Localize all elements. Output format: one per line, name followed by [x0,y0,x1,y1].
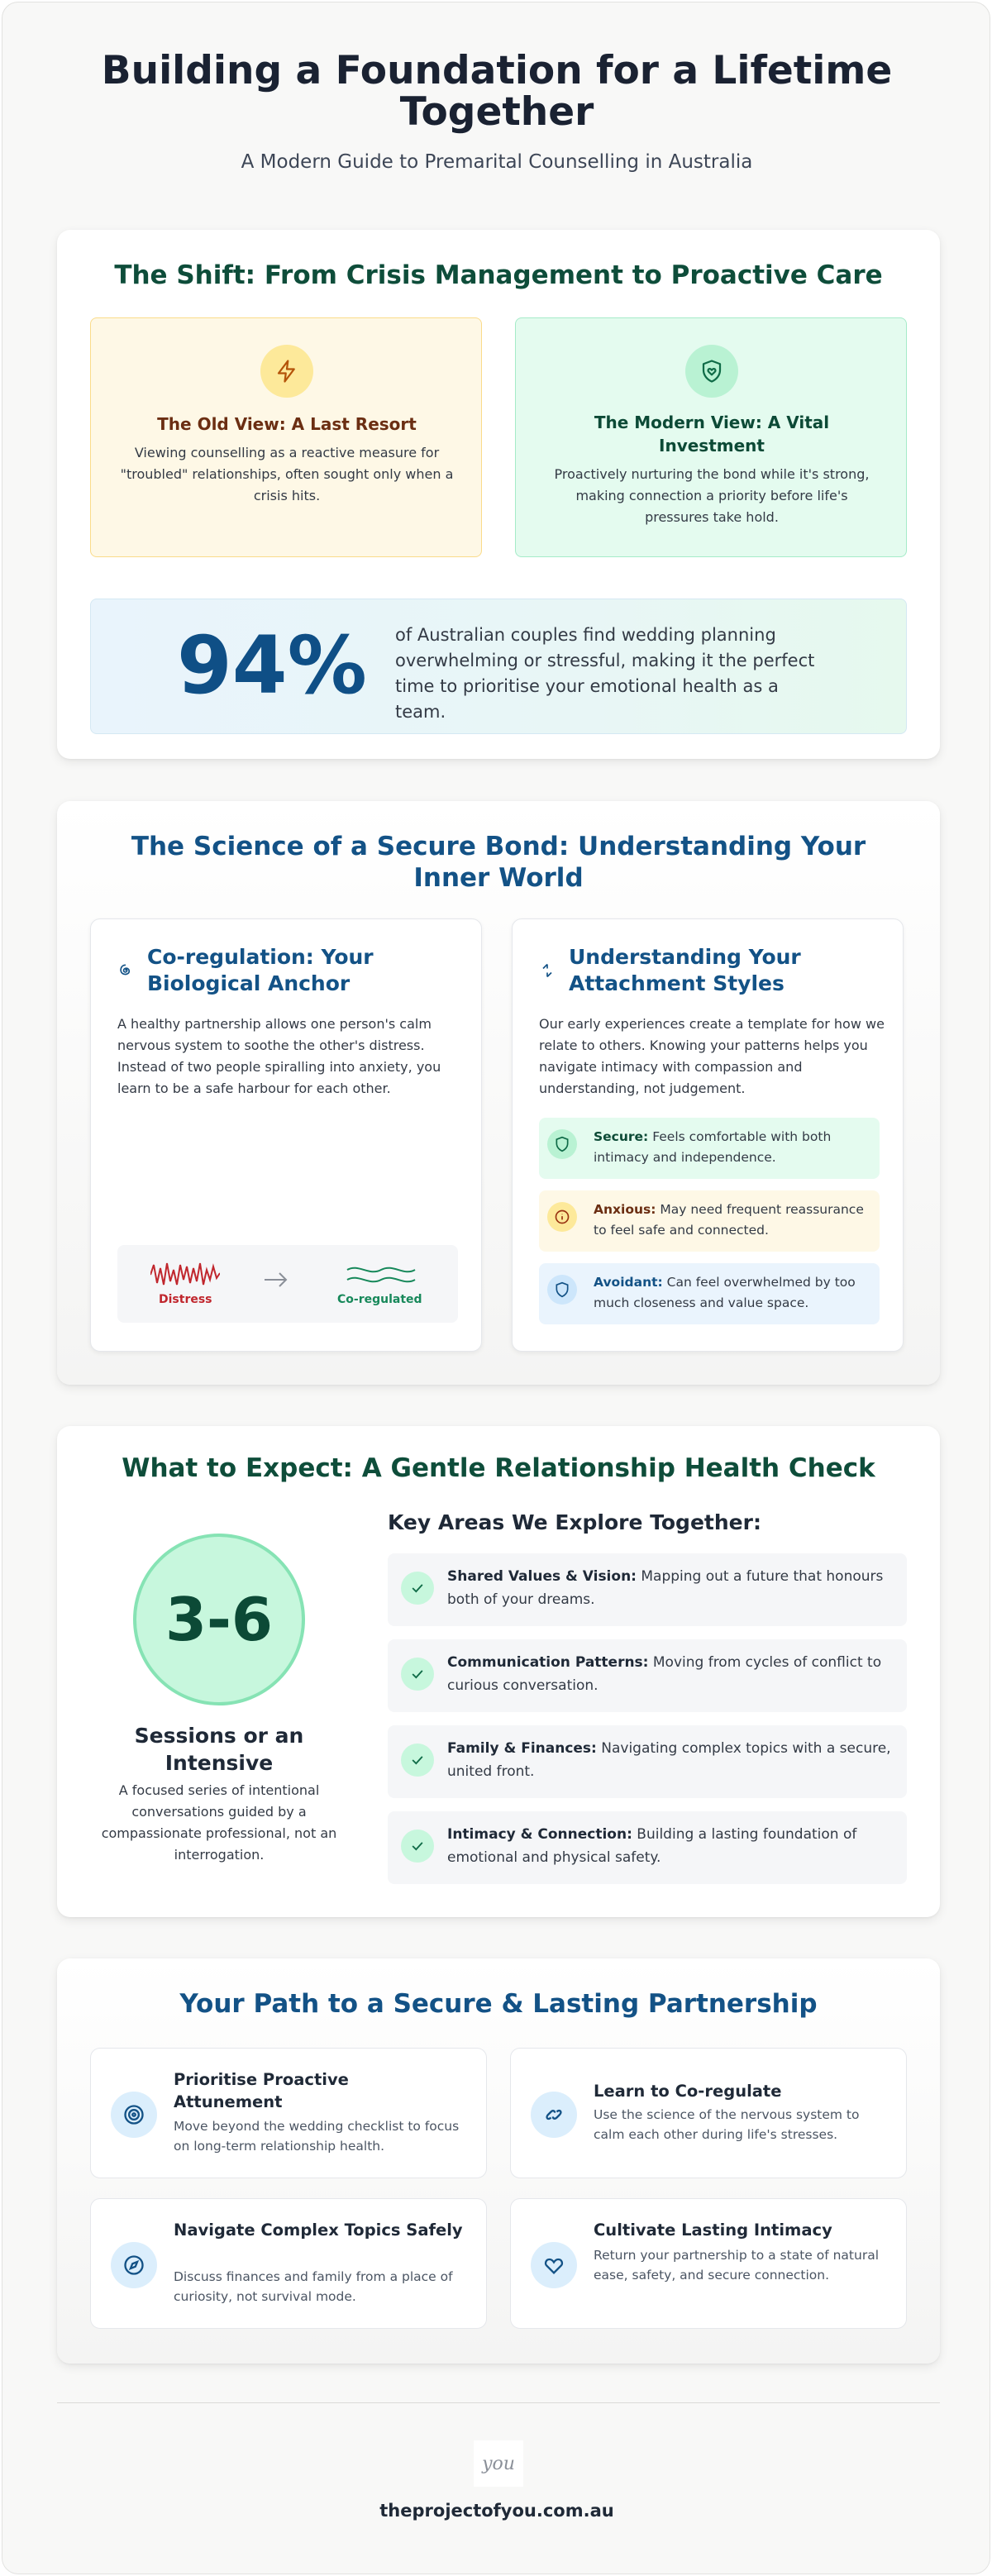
coregulation-title: Co-regulation: Your Biological Anchor [147,945,374,995]
path-card-title: Prioritise Proactive Attunement [174,2070,349,2111]
check-icon [401,1572,434,1605]
path-card-title: Navigate Complex Topics Safely [174,2221,463,2240]
path-card: Navigate Complex Topics Safely Discuss f… [90,2198,487,2329]
path-card-title: Cultivate Lasting Intimacy [594,2221,832,2240]
hero: Building a Foundation for a Lifetime Tog… [2,48,991,174]
path-card-text: Move beyond the wedding checklist to foc… [174,2119,460,2154]
avoidant-style-text: Avoidant: Can feel overwhelmed by too mu… [594,1275,856,1310]
page-title: Building a Foundation for a Lifetime Tog… [101,48,893,135]
science-title: The Science of a Secure Bond: Understand… [131,832,866,893]
key-area-item: Family & Finances: Navigating complex to… [388,1725,907,1798]
shift-title: The Shift: From Crisis Management to Pro… [114,260,883,290]
path-card-text: Use the science of the nervous system to… [594,2107,860,2142]
path-card-title: Learn to Co-regulate [594,2082,782,2101]
expect-title: What to Expect: A Gentle Relationship He… [122,1453,875,1483]
compass-icon [111,2242,157,2288]
footer-divider [57,2402,940,2403]
shield-icon [547,1129,577,1159]
sessions-text: A focused series of intentional conversa… [101,1782,337,1863]
anxious-style: Anxious: May need frequent reassurance t… [539,1190,880,1252]
lightning-icon [260,345,313,398]
path-card-text: Return your partnership to a state of na… [594,2248,880,2283]
old-view-card: The Old View: A Last Resort Viewing coun… [90,317,482,557]
old-view-title: The Old View: A Last Resort [157,414,417,434]
path-section: Your Path to a Secure & Lasting Partners… [57,1958,940,2364]
old-view-text: Viewing counselling as a reactive measur… [120,445,454,503]
arrow-right-icon [265,1272,288,1287]
attachment-text: Our early experiences create a template … [539,1016,885,1096]
anxious-style-text: Anxious: May need frequent reassurance t… [594,1202,864,1238]
shield-icon [547,1275,577,1305]
site-link[interactable]: theprojectofyou.com.au [379,2501,614,2521]
heart-icon [531,2242,577,2288]
key-area-item: Shared Values & Vision: Mapping out a fu… [388,1553,907,1626]
secure-style: Secure: Feels comfortable with both inti… [539,1118,880,1179]
modern-view-card: The Modern View: A Vital Investment Proa… [515,317,907,557]
page-subtitle: A Modern Guide to Premarital Counselling… [241,151,753,173]
key-area-item: Intimacy & Connection: Building a lastin… [388,1811,907,1884]
arrows-icon [542,963,552,978]
link-icon [531,2092,577,2138]
avoidant-style: Avoidant: Can feel overwhelmed by too mu… [539,1263,880,1324]
shield-heart-icon [685,345,738,398]
sessions-value: 3-6 [165,1585,274,1654]
stat-banner: 94% of Australian couples find wedding p… [90,599,907,734]
expect-section: What to Expect: A Gentle Relationship He… [57,1426,940,1917]
path-card: Prioritise Proactive Attunement Move bey… [90,2048,487,2178]
sessions-label: Sessions or an Intensive [134,1724,304,1775]
check-icon [401,1744,434,1777]
check-icon [401,1658,434,1691]
stat-value: 94% [177,619,367,712]
distress-wave [150,1262,220,1286]
secure-style-text: Secure: Feels comfortable with both inti… [594,1129,832,1165]
path-card: Learn to Co-regulate Use the science of … [510,2048,907,2178]
info-icon [547,1202,577,1232]
key-area-item: Communication Patterns: Moving from cycl… [388,1639,907,1712]
brand-logo[interactable]: you [474,2440,523,2487]
coregulation-card: Co-regulation: Your Biological Anchor A … [90,918,482,1352]
check-icon [401,1829,434,1863]
stat-text: of Australian couples find wedding plann… [395,625,815,722]
coregulation-text: A healthy partnership allows one person'… [117,1016,441,1096]
path-card: Cultivate Lasting Intimacy Return your p… [510,2198,907,2329]
coregulation-illustration: Distress Co-regulated [117,1245,458,1323]
coregulated-wave [346,1267,416,1283]
modern-view-title: The Modern View: A Vital Investment [594,413,830,456]
coregulated-label: Co-regulated [337,1293,422,1306]
key-areas-title: Key Areas We Explore Together: [388,1510,761,1534]
sessions-ring: 3-6 [133,1534,305,1705]
attachment-title: Understanding Your Attachment Styles [569,945,801,995]
path-title: Your Path to a Secure & Lasting Partners… [179,1989,818,2019]
distress-label: Distress [159,1293,212,1306]
target-icon [111,2092,157,2138]
modern-view-text: Proactively nurturing the bond while it'… [554,466,870,525]
attachment-card: Understanding Your Attachment Styles Our… [512,918,904,1352]
spiral-icon [120,964,131,976]
shift-section: The Shift: From Crisis Management to Pro… [57,230,940,759]
science-section: The Science of a Secure Bond: Understand… [57,801,940,1385]
path-card-text: Discuss finances and family from a place… [174,2269,453,2304]
